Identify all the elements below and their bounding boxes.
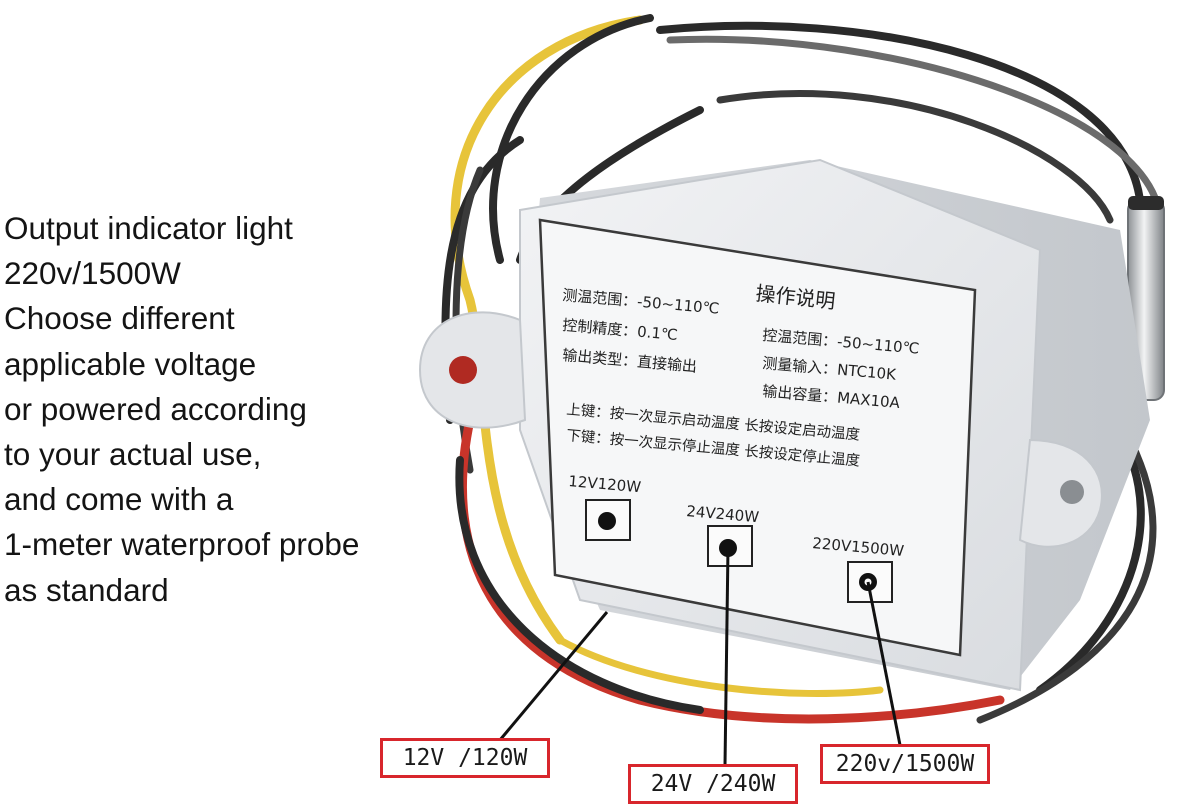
indicator-24v xyxy=(707,525,753,567)
product-description: Output indicator light 220v/1500W Choose… xyxy=(4,206,359,613)
description-line: 220v/1500W xyxy=(4,255,181,292)
description-line: to your actual use, xyxy=(4,436,262,473)
callout-pointers xyxy=(498,547,902,766)
description-line: applicable voltage xyxy=(4,345,257,382)
indicator-12v xyxy=(585,499,631,541)
description-line: Output indicator light xyxy=(4,210,293,246)
description-line: as standard xyxy=(4,571,169,608)
callout-220v-1500w: 220v/1500W xyxy=(820,744,990,784)
description-line: or powered according xyxy=(4,390,307,427)
label-panel: 操作说明 测温范围：-50~110℃ 控制精度：0.1℃ 输出类型：直接输出 控… xyxy=(538,218,977,657)
description-line: and come with a xyxy=(4,481,234,518)
description-line: 1-meter waterproof probe xyxy=(4,526,360,563)
callout-12v-120w: 12V /120W xyxy=(380,738,550,778)
callout-24v-240w: 24V /240W xyxy=(628,764,798,804)
description-line: Choose different xyxy=(4,300,235,337)
